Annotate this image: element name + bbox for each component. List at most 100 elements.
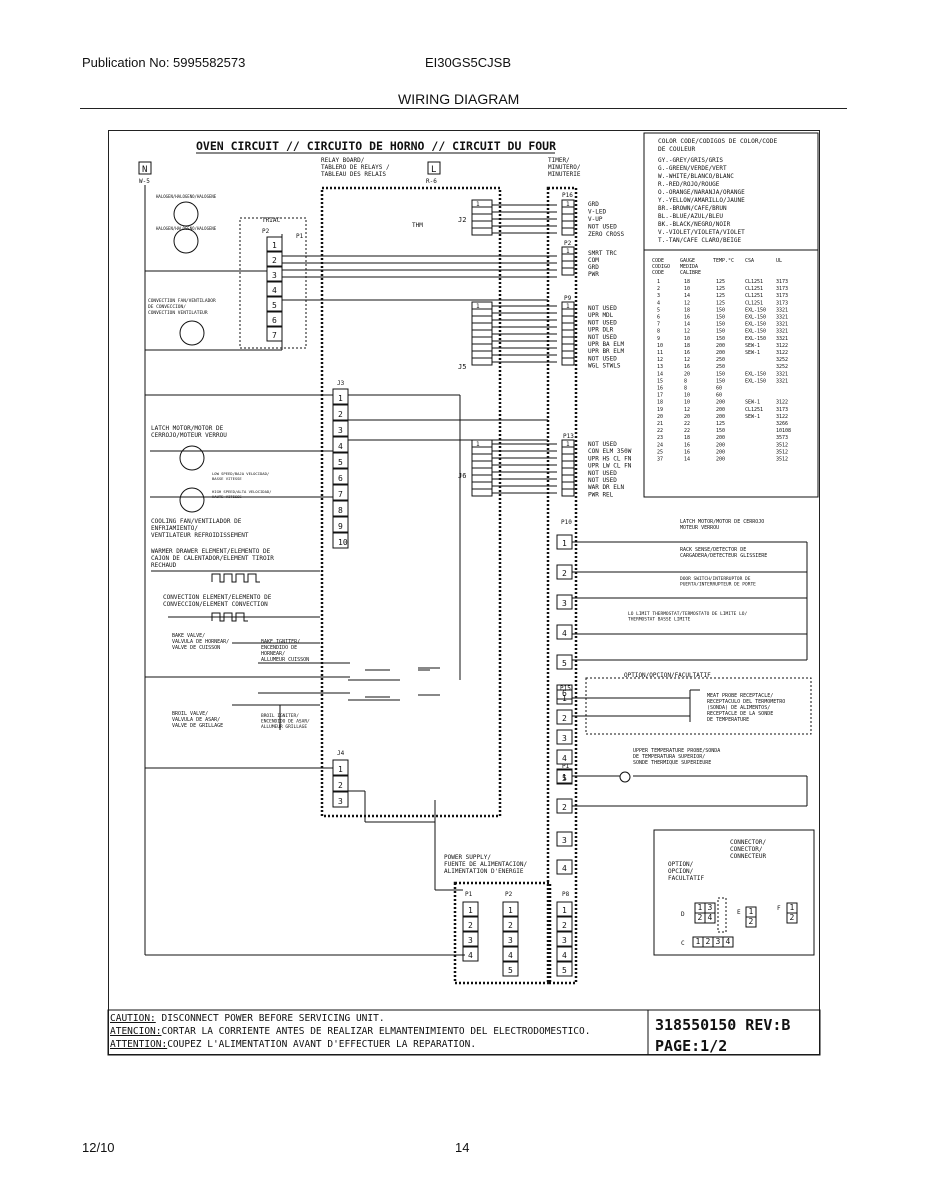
convection-fan-label: CONVECTION VENTILATEUR bbox=[148, 310, 208, 316]
j3-pin bbox=[332, 468, 349, 485]
j5-pin bbox=[471, 308, 493, 317]
p9-pin bbox=[561, 315, 575, 324]
upper-probe-label: DE TEMPERATURA SUPERIOR/ bbox=[633, 754, 705, 760]
pin-number: 1 bbox=[566, 441, 570, 448]
pin-number: 1 bbox=[566, 248, 570, 255]
j2-pin bbox=[471, 220, 493, 229]
wire-table-cell: 16 bbox=[684, 315, 690, 321]
p16-pin-label: GRD bbox=[588, 201, 599, 208]
pin-number: 8 bbox=[338, 506, 343, 515]
p10-pin bbox=[556, 624, 573, 640]
j5-pin bbox=[471, 336, 493, 345]
j5-pin bbox=[471, 301, 493, 310]
pin-number: 3 bbox=[562, 734, 567, 743]
part-number-box bbox=[647, 1009, 821, 1056]
lo-limit-label: LO LIMIT THERMOSTAT/TERMOSTATO DE LIMITE… bbox=[628, 611, 747, 617]
pin-number: 1 bbox=[338, 765, 343, 774]
wire-table-cell: 150 bbox=[716, 371, 725, 377]
wire-table-cell: 3173 bbox=[776, 293, 788, 299]
pin-number: 1 bbox=[508, 906, 513, 915]
wire-table-cell: 3321 bbox=[776, 371, 788, 377]
low-speed-label: BASSE VITESSE bbox=[212, 476, 242, 481]
p2-timer-pin-label: COM bbox=[588, 257, 599, 264]
triac-box bbox=[239, 217, 307, 349]
wire-table-cell: 3573 bbox=[776, 435, 788, 441]
wire-table-cell: 200 bbox=[716, 449, 725, 455]
wire-table-cell: 3173 bbox=[776, 286, 788, 292]
wire-table-cell: 12 bbox=[684, 357, 690, 363]
connector-option-label: OPTION/ bbox=[668, 861, 694, 868]
j5-pin bbox=[471, 357, 493, 366]
pin-number: 1 bbox=[566, 201, 570, 208]
wire-table-cell: 125 bbox=[716, 300, 725, 306]
wire-table-cell: 19 bbox=[657, 407, 663, 413]
pin-number: 2 bbox=[562, 803, 567, 812]
footer-date: 12/10 bbox=[82, 1140, 115, 1155]
color-code-entry: T.-TAN/CAFE CLARO/BEIGE bbox=[658, 237, 741, 244]
right-latch-label: MOTEUR VERROU bbox=[680, 525, 719, 531]
p13-pin-label: WAR DR ELN bbox=[588, 484, 625, 491]
pin-number: 1 bbox=[562, 906, 567, 915]
broil-valve-label: VALVE DE GRILLAGE bbox=[172, 723, 223, 729]
p9-pin-label: UPR BR ELM bbox=[588, 348, 625, 355]
p15-pin bbox=[556, 689, 573, 705]
pin-number: 3 bbox=[562, 599, 567, 608]
ps-p2-label: P2 bbox=[505, 891, 513, 898]
wire-table-cell: 150 bbox=[716, 329, 725, 335]
broil-valve-label: VALVULA DE ASAR/ bbox=[172, 717, 220, 723]
wire-table-cell: 23 bbox=[657, 435, 663, 441]
p13-pin-label: PWR REL bbox=[588, 491, 614, 498]
thm-label: THM bbox=[412, 222, 423, 229]
wire-table-cell: 20 bbox=[684, 414, 690, 420]
ps-p1-pin bbox=[462, 916, 479, 932]
p9-pin bbox=[561, 329, 575, 338]
wire-table-cell: 3122 bbox=[776, 400, 788, 406]
component-circle bbox=[179, 487, 205, 513]
wire-table-header: CSA bbox=[745, 258, 754, 264]
p16-pin-label: ZERO CROSS bbox=[588, 231, 625, 238]
wire-table-cell: 150 bbox=[716, 307, 725, 313]
wire-table-header: UL bbox=[776, 258, 782, 264]
j5-pin bbox=[471, 350, 493, 359]
caution-line-fr: ATTENTION:COUPEZ L'ALIMENTATION AVANT D'… bbox=[110, 1039, 477, 1050]
warmer-drawer-label: WARMER DRAWER ELEMENT/ELEMENTO DE bbox=[151, 548, 271, 555]
meat-probe-label: RECEPTACULO DEL TERMOMETRO bbox=[707, 699, 785, 705]
convection-fan-label: CONVECTION FAN/VENTILADOR bbox=[148, 298, 216, 304]
wire-table-cell: 9 bbox=[657, 336, 660, 342]
pin-number: 2 bbox=[272, 256, 277, 265]
wire-table-cell: 21 bbox=[657, 421, 663, 427]
j3-label: J3 bbox=[337, 380, 345, 387]
wire-table-cell: 22 bbox=[684, 421, 690, 427]
wire-table-cell: EXL-150 bbox=[745, 307, 766, 313]
timer-label: MINUTERIE bbox=[548, 171, 581, 178]
j4-pin bbox=[332, 775, 349, 792]
pin-number: 2 bbox=[562, 569, 567, 578]
pin-number: 1 bbox=[566, 303, 570, 310]
wire-table-cell: 3321 bbox=[776, 336, 788, 342]
wire-table-cell: 1 bbox=[657, 279, 660, 285]
option-label: OPTION/OPCION/FACULTATIF bbox=[624, 672, 711, 679]
door-switch-label: DOOR SWITCH/INTERRUPTOR DE bbox=[680, 576, 751, 582]
pin-number: 7 bbox=[338, 490, 343, 499]
wire-table-cell: 8 bbox=[684, 378, 687, 384]
p13-pin-label: NOT USED bbox=[588, 477, 617, 484]
wire-table-cell: 18 bbox=[684, 343, 690, 349]
ps-p2-pin bbox=[502, 931, 519, 947]
wire-table-cell: 7 bbox=[657, 322, 660, 328]
power-supply-label: ALIMENTATION D'ENERGIE bbox=[444, 868, 524, 875]
connector-legend-label: CONNECTEUR bbox=[730, 853, 767, 860]
p13-pin bbox=[561, 488, 575, 497]
pin-number: 4 bbox=[562, 951, 567, 960]
color-code-entry: R.-RED/ROJO/ROUGE bbox=[658, 181, 720, 188]
bake-igniter-label: HORNEAR/ bbox=[261, 651, 285, 657]
pin-number: 1 bbox=[562, 694, 567, 703]
p2-label: P2 bbox=[262, 228, 270, 235]
p1-timer-pin bbox=[556, 859, 573, 875]
p9-pin bbox=[561, 336, 575, 345]
pin-number: 1 bbox=[468, 906, 473, 915]
wire-table-cell: 11 bbox=[657, 350, 663, 356]
wire-table-cell: 200 bbox=[716, 350, 725, 356]
j5-pin bbox=[471, 315, 493, 324]
wire-table-cell: 3173 bbox=[776, 407, 788, 413]
